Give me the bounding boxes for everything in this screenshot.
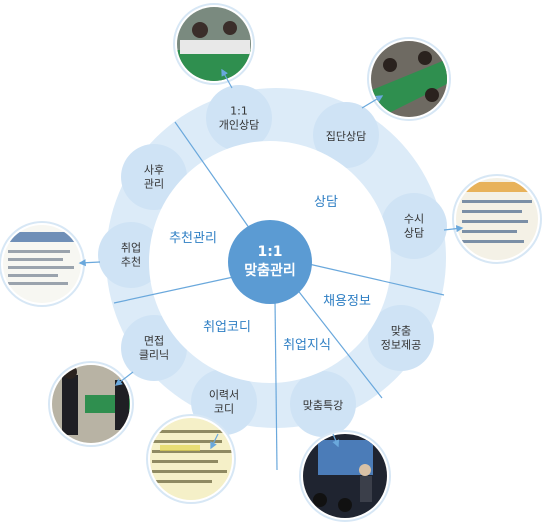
petal-interview-bg — [121, 315, 187, 381]
connector-arrows — [78, 68, 464, 450]
petal-custom-info-label: 맞춤 정보제공 — [380, 324, 422, 351]
petal-recommend-bg — [98, 222, 164, 288]
petal-aftercare-label: 사후 관리 — [143, 163, 165, 190]
petal-interview-label: 면접 클리닉 — [138, 334, 170, 361]
center-label: 1:1 맞춤관리 — [244, 244, 296, 279]
divider-left — [113, 275, 239, 304]
petal-group-label: 집단상담 — [325, 130, 367, 144]
photo-interview — [48, 361, 134, 447]
photo-group — [367, 37, 451, 121]
divider-lines — [113, 121, 445, 471]
petal-group-bg — [313, 102, 379, 168]
petal-individual-label: 1:1 개인상담 — [218, 104, 260, 131]
photo-recommend — [0, 221, 85, 307]
divider-right — [299, 261, 445, 296]
segment-job-coordi: 취업코디 — [203, 319, 251, 335]
petal-lecture-bg — [290, 371, 356, 437]
petal-anytime-bg — [381, 193, 447, 259]
petal-individual-bg — [206, 85, 272, 151]
photo-individual — [173, 3, 255, 85]
segment-counseling: 상담 — [314, 194, 338, 210]
divider-lower-right — [295, 287, 383, 399]
photo-anytime — [452, 174, 542, 264]
divider-upper-left — [174, 121, 253, 233]
petal-lecture-label: 맞춤특강 — [302, 399, 344, 413]
photo-lecture — [299, 430, 391, 522]
center-circle — [228, 220, 312, 304]
segment-job-info: 채용정보 — [323, 293, 371, 309]
petal-anytime-label: 수시 상담 — [403, 212, 425, 239]
petal-resume-label: 이력서 코디 — [208, 388, 240, 415]
segment-job-knowledge: 취업지식 — [283, 337, 331, 353]
photo-resume — [146, 414, 236, 504]
divider-bottom — [274, 299, 278, 471]
petal-recommend-label: 취업 추천 — [120, 241, 142, 268]
petal-custom-info-bg — [368, 305, 434, 371]
segment-recommend: 추천관리 — [169, 230, 217, 246]
